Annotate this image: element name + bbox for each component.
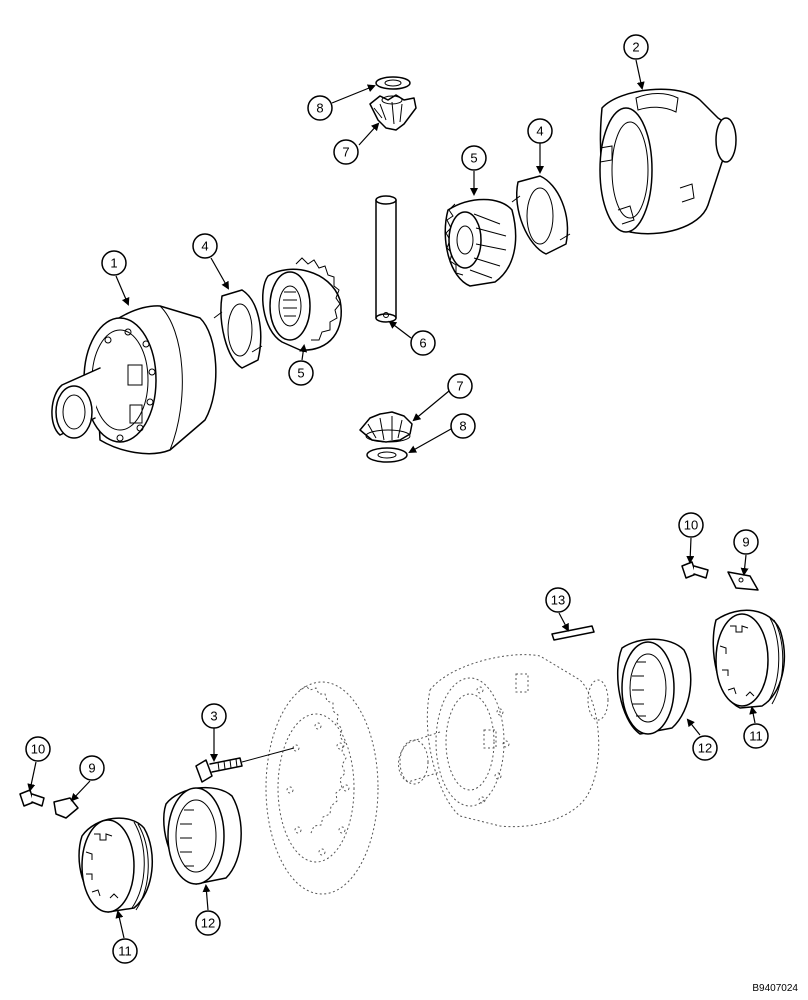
- callout-8-top: 8: [307, 95, 333, 121]
- callout-3: 3: [201, 703, 227, 729]
- callout-6: 6: [410, 330, 436, 356]
- callout-label: 1: [110, 256, 117, 271]
- callout-label: 12: [201, 916, 215, 931]
- callout-11-left: 11: [112, 938, 138, 964]
- callout-label: 8: [459, 419, 466, 434]
- callout-2: 2: [623, 34, 649, 60]
- callout-7-bottom: 7: [447, 373, 473, 399]
- thrust-washer-right: [511, 175, 571, 255]
- bearing-right: [616, 638, 692, 735]
- callout-label: 9: [88, 761, 95, 776]
- callout-label: 5: [297, 366, 304, 381]
- callout-label: 9: [742, 535, 749, 550]
- lock-screw-left: [19, 789, 45, 807]
- callout-10-left: 10: [25, 736, 51, 762]
- callout-label: 5: [470, 151, 477, 166]
- callout-9-left: 9: [79, 755, 105, 781]
- callout-label: 13: [551, 593, 565, 608]
- side-gear-left: [261, 257, 342, 351]
- callout-label: 7: [456, 379, 463, 394]
- callout-label: 4: [201, 239, 208, 254]
- pinion-washer-top: [375, 76, 411, 90]
- ring-gear-ghost: [265, 681, 379, 895]
- callout-label: 7: [342, 145, 349, 160]
- side-gear-right: [444, 198, 517, 287]
- callout-label: 10: [684, 518, 698, 533]
- callout-8-bottom: 8: [450, 413, 476, 439]
- adjuster-nut-right: [712, 609, 786, 709]
- callout-label: 2: [632, 40, 639, 55]
- differential-case-half: [51, 305, 217, 455]
- thrust-washer-left: [213, 289, 263, 369]
- callout-4-right: 4: [527, 118, 553, 144]
- callout-9-right: 9: [733, 529, 759, 555]
- adjuster-nut-left: [78, 817, 154, 913]
- nut-lock-right: [727, 571, 759, 591]
- callout-label: 6: [419, 336, 426, 351]
- cross-shaft: [375, 195, 397, 323]
- ring-gear-bolt: [195, 747, 295, 783]
- pinion-washer-bottom: [366, 447, 408, 463]
- assembled-case-ghost: [398, 654, 609, 828]
- bearing-left: [162, 786, 242, 885]
- callout-7-top: 7: [333, 139, 359, 165]
- callout-12-right: 12: [692, 735, 718, 761]
- callout-10-right: 10: [678, 512, 704, 538]
- pinion-gear-bottom: [359, 411, 413, 443]
- callout-label: 3: [210, 709, 217, 724]
- callout-13: 13: [545, 587, 571, 613]
- callout-4-left: 4: [192, 233, 218, 259]
- callout-label: 12: [698, 741, 712, 756]
- callout-label: 11: [118, 944, 132, 959]
- differential-case-cover: [599, 88, 737, 235]
- callout-label: 10: [31, 742, 45, 757]
- pinion-gear-top: [369, 94, 417, 131]
- drawing-code: B9407024: [752, 983, 798, 994]
- leader-lines: [27, 59, 758, 939]
- nut-lock-left: [53, 797, 79, 819]
- lock-screw-right: [681, 561, 709, 579]
- callout-12-left: 12: [195, 910, 221, 936]
- callout-5-right: 5: [461, 145, 487, 171]
- callout-label: 11: [749, 729, 763, 744]
- callout-1: 1: [101, 250, 127, 276]
- callout-label: 8: [316, 101, 323, 116]
- callout-5-left: 5: [288, 360, 314, 386]
- callout-11-right: 11: [743, 723, 769, 749]
- roll-pin: [551, 625, 595, 641]
- callout-label: 4: [536, 124, 543, 139]
